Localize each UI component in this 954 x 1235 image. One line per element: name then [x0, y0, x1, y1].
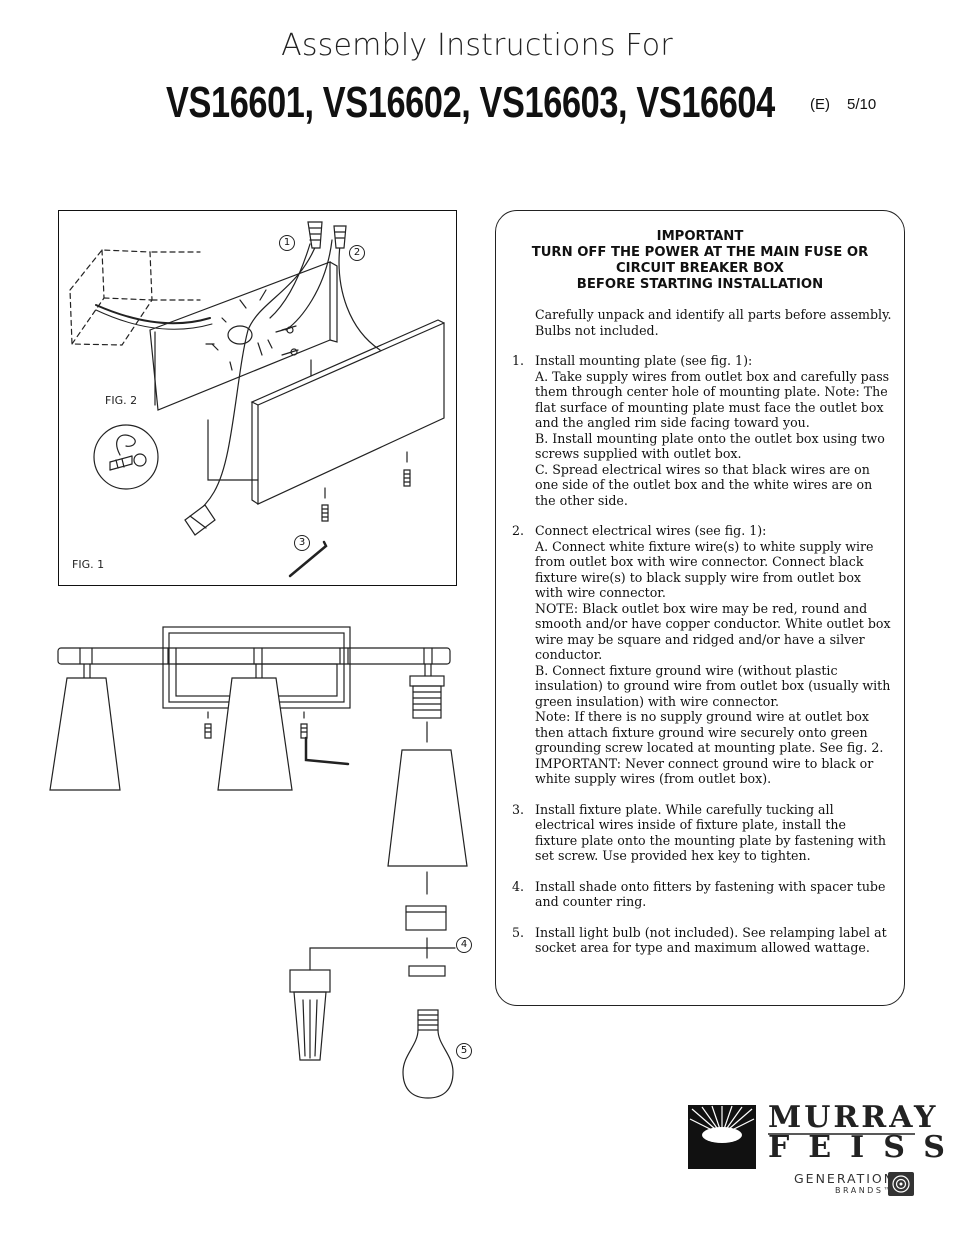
socket-drawing — [409, 675, 445, 719]
revision-code: (E) — [810, 96, 830, 113]
intro-paragraph: Carefully unpack and identify all parts … — [535, 307, 892, 338]
sunburst-icon — [688, 1105, 756, 1169]
important-line: CIRCUIT BREAKER BOX — [616, 261, 784, 276]
wire-nut-drawing — [289, 969, 331, 1061]
important-line: TURN OFF THE POWER AT THE MAIN FUSE OR — [531, 245, 869, 260]
step-4: 4. Install shade onto fitters by fasteni… — [512, 879, 892, 910]
step-line: Connect electrical wires (see fig. 1): — [535, 523, 767, 538]
step-line: Install shade onto fitters by fastening … — [535, 878, 886, 910]
model-numbers-title: VS16601, VS16602, VS16603, VS16604 — [166, 78, 775, 127]
figure-1-frame — [58, 210, 457, 586]
logo-feiss: FEISS — [768, 1130, 954, 1165]
logo-brands: BRANDS™ — [835, 1186, 894, 1195]
step-line: Install mounting plate (see fig. 1): — [535, 353, 753, 368]
mounting-plate-drawing — [149, 261, 338, 411]
logo-generation: GENERATION — [794, 1171, 896, 1186]
callout-2: 2 — [349, 245, 365, 261]
step-line: B. Connect fixture ground wire (without … — [535, 662, 891, 709]
important-line: IMPORTANT — [656, 229, 744, 244]
step-line: IMPORTANT: Never connect ground wire to … — [535, 755, 874, 787]
fixture-plate-drawing — [207, 319, 445, 505]
step-line: B. Install mounting plate onto the outle… — [535, 430, 885, 462]
step-number: 4. — [512, 878, 525, 894]
step-line: Install light bulb (not included). See r… — [535, 924, 887, 956]
counter-ring-drawing — [408, 965, 446, 977]
callout-1: 1 — [279, 235, 295, 251]
fixture-bar-drawing — [57, 626, 451, 709]
step-3: 3. Install fixture plate. While carefull… — [512, 802, 892, 864]
outlet-box-drawing — [69, 249, 201, 346]
step-line: C. Spread electrical wires so that black… — [535, 461, 873, 508]
instructions-panel — [495, 210, 905, 1006]
spacer-tube-drawing — [405, 905, 447, 931]
step-line: NOTE: Black outlet box wire may be red, … — [535, 600, 891, 663]
light-bulb-drawing — [402, 1009, 454, 1099]
step-number: 2. — [512, 523, 525, 538]
callout-3: 3 — [294, 535, 310, 551]
important-line: BEFORE STARTING INSTALLATION — [576, 277, 824, 292]
callout-5: 5 — [456, 1043, 472, 1059]
logo-murray: MURRAY — [768, 1100, 939, 1135]
step-5: 5. Install light bulb (not included). Se… — [512, 925, 892, 956]
fig-1-label: FIG. 1 — [72, 558, 105, 571]
instructions-text: Carefully unpack and identify all parts … — [512, 307, 892, 971]
generation-brands-icon — [888, 1172, 914, 1196]
logo-divider — [768, 1133, 915, 1135]
step-line: Install fixture plate. While carefully t… — [535, 801, 886, 864]
step-1: 1. Install mounting plate (see fig. 1): … — [512, 353, 892, 508]
murray-feiss-logo-mark — [688, 1105, 756, 1169]
step-line: A. Take supply wires from outlet box and… — [535, 368, 890, 431]
revision-date: 5/10 — [847, 96, 877, 113]
step-number: 1. — [512, 353, 525, 368]
important-warning: IMPORTANT TURN OFF THE POWER AT THE MAIN… — [505, 229, 895, 293]
fig-2-label: FIG. 2 — [105, 394, 138, 407]
step-number: 3. — [512, 801, 525, 817]
set-screw-drawing — [321, 451, 411, 522]
step-number: 5. — [512, 924, 525, 940]
step-line: A. Connect white fixture wire(s) to whit… — [535, 538, 874, 601]
shade-drawing — [49, 677, 468, 895]
step-line: Note: If there is no supply ground wire … — [535, 709, 884, 755]
step-2: 2. Connect electrical wires (see fig. 1)… — [512, 523, 892, 787]
callout-4: 4 — [456, 937, 472, 953]
document-subtitle: Assembly Instructions For — [281, 28, 673, 63]
